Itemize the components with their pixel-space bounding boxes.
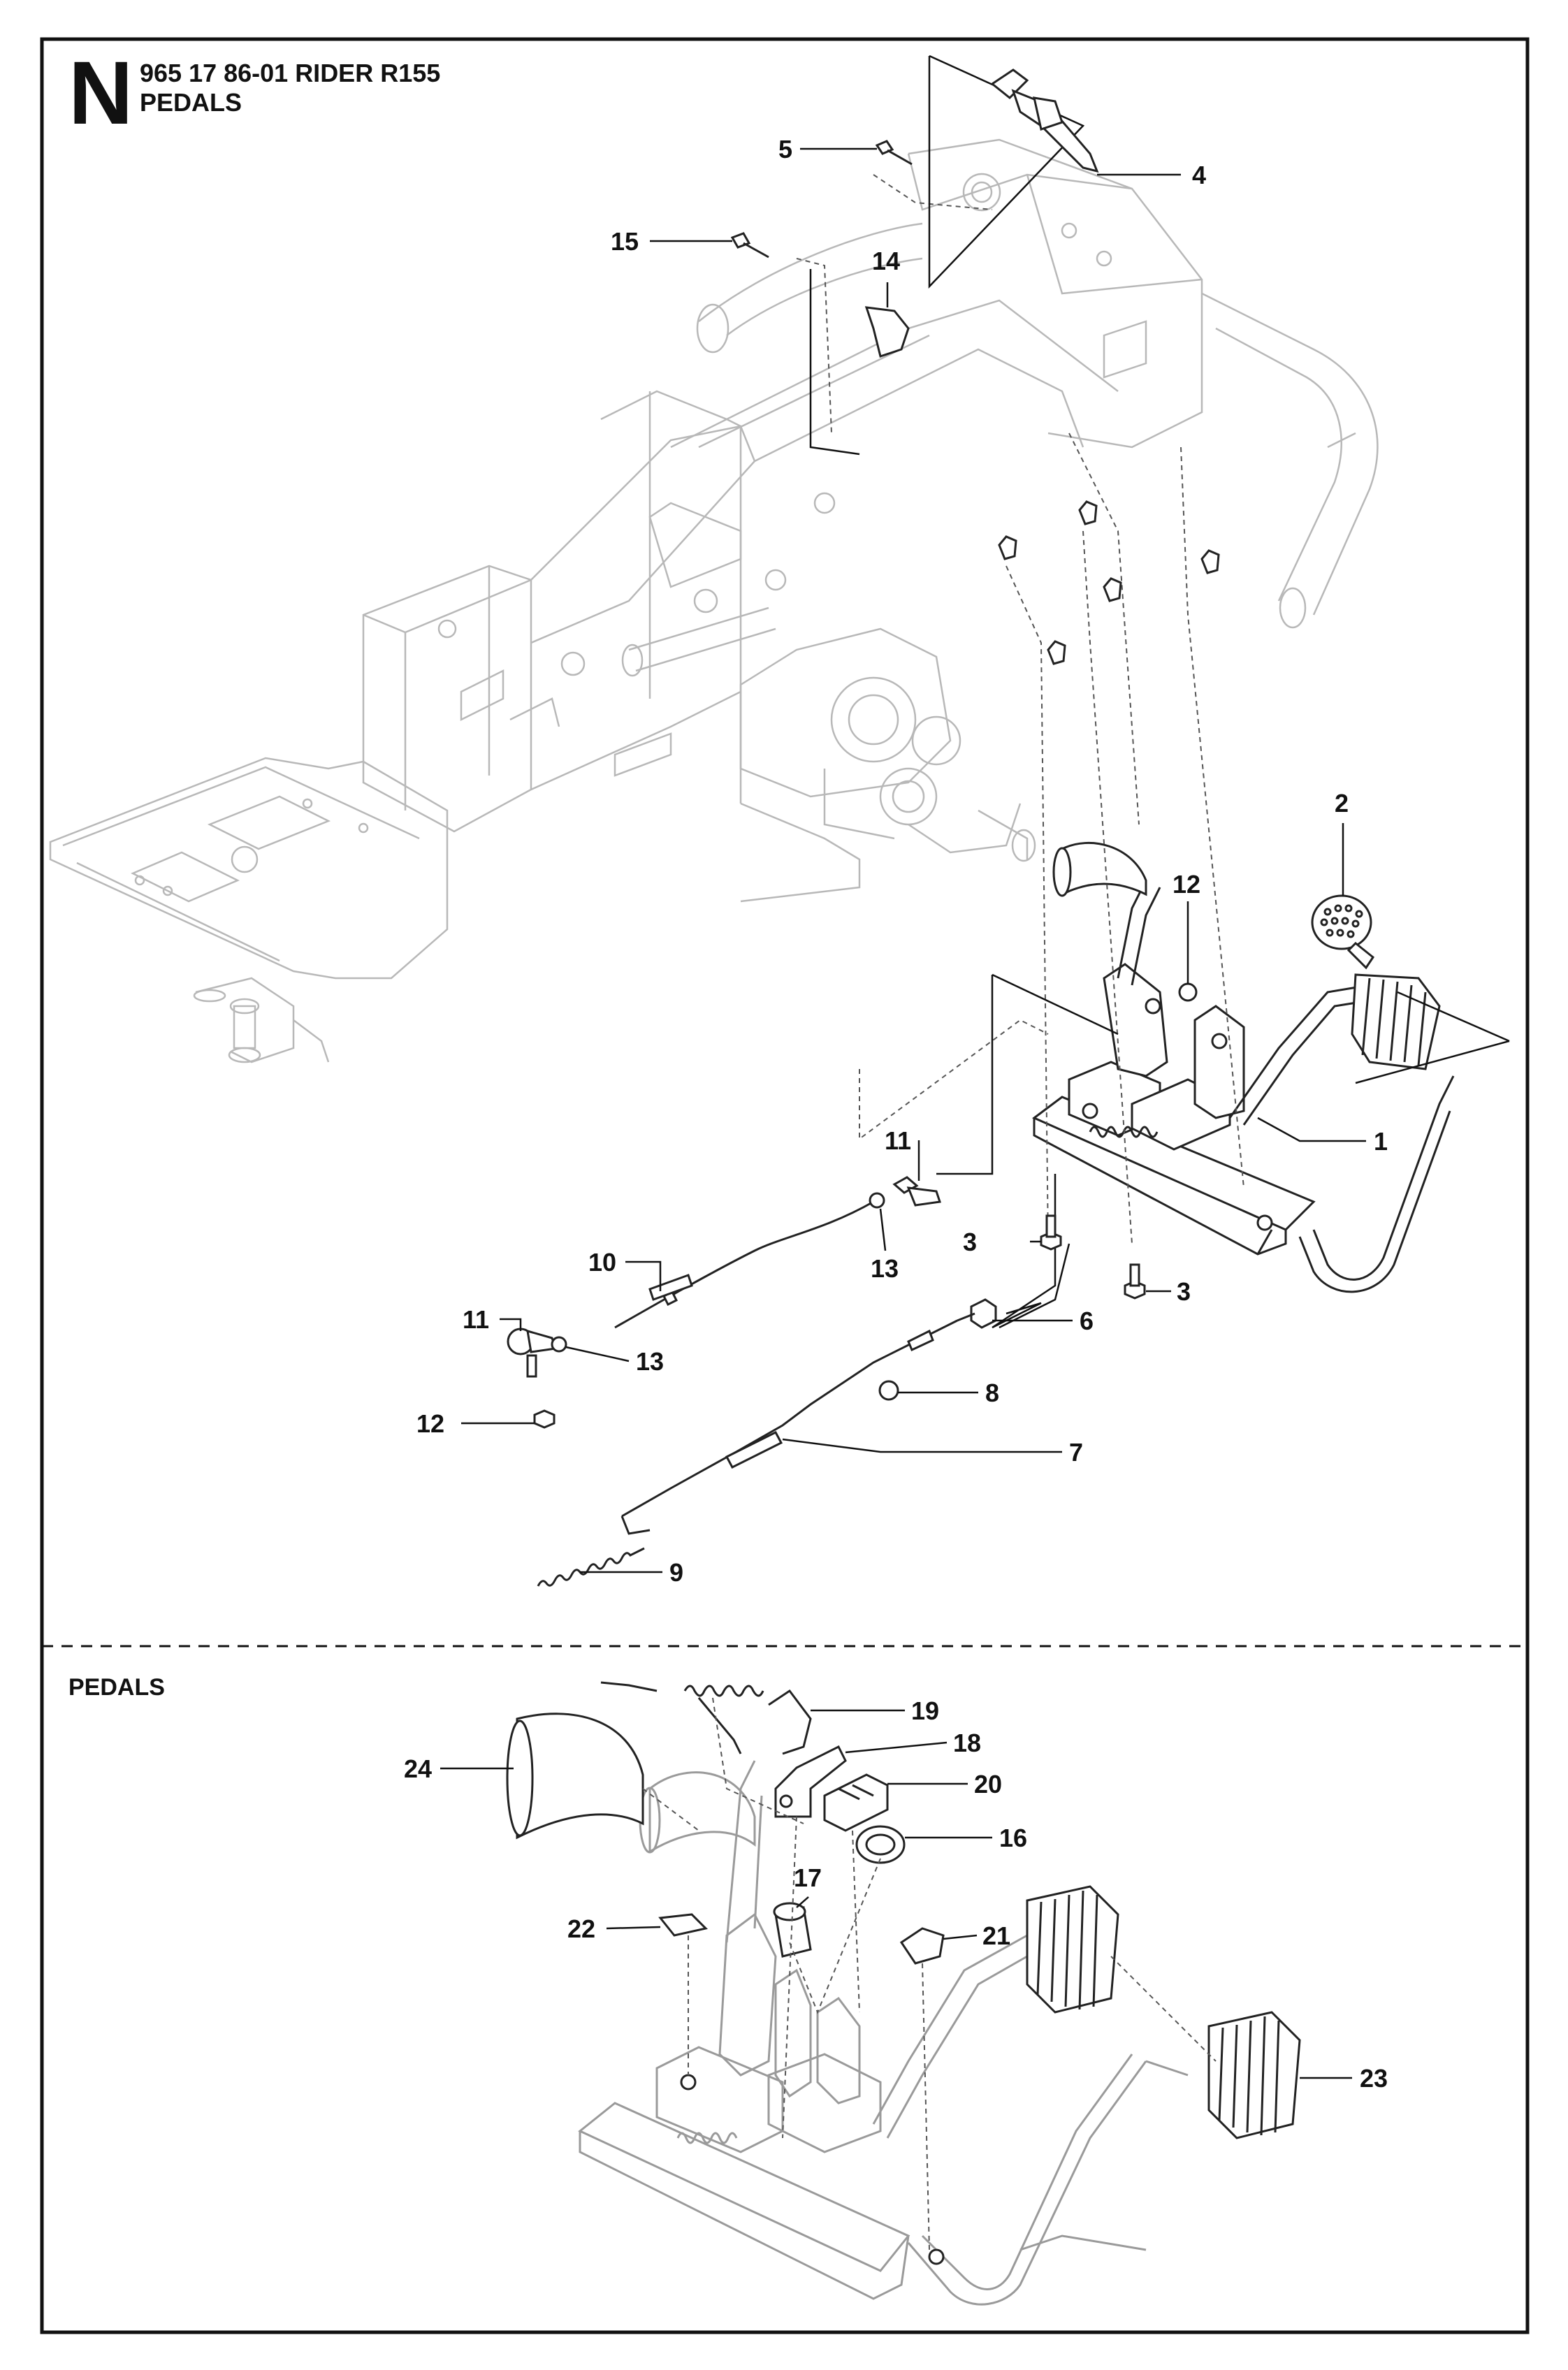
callout-8: 8	[985, 1379, 999, 1407]
callout-2: 2	[1335, 789, 1349, 817]
assembly-lines-lower	[642, 1697, 1217, 2251]
part-13-washer-upper	[869, 1192, 885, 1209]
callout-18: 18	[953, 1729, 981, 1757]
chassis-frame	[49, 138, 1379, 1063]
part-7-cable	[620, 1319, 958, 1535]
section-letter: N	[68, 43, 133, 143]
page-title: PEDALS	[140, 88, 242, 117]
callout-11a: 11	[885, 1126, 911, 1155]
bushings-upper	[998, 500, 1220, 665]
part-14-bracket	[864, 306, 910, 358]
callout-1: 1	[1374, 1127, 1388, 1156]
callout-15: 15	[611, 227, 639, 256]
part-15-bolt	[730, 232, 769, 259]
callout-10: 10	[588, 1248, 616, 1277]
callout-13a: 13	[871, 1254, 899, 1283]
part-12-nut-lower	[533, 1409, 556, 1429]
part-3-bolts	[1040, 1214, 1146, 1300]
part-5-bolt	[875, 140, 913, 166]
part-8-clip	[878, 1380, 899, 1401]
assembly-lines-upper	[796, 174, 1244, 1244]
model-title: 965 17 86-01 RIDER R155	[140, 59, 441, 87]
callout-3a: 3	[963, 1228, 977, 1256]
part-10-cable	[614, 1200, 874, 1329]
callout-12b: 12	[416, 1409, 444, 1438]
callout-leaders	[440, 147, 1366, 2079]
callout-22: 22	[567, 1914, 595, 1943]
callout-24: 24	[404, 1754, 432, 1783]
part-11-lower	[507, 1328, 557, 1378]
callout-4: 4	[1192, 161, 1206, 189]
callout-14: 14	[872, 247, 900, 275]
callout-6: 6	[1080, 1307, 1094, 1335]
lower-section-title: PEDALS	[68, 1674, 165, 1701]
part-13-washer-lower	[551, 1336, 567, 1353]
callout-7: 7	[1069, 1438, 1083, 1467]
callout-numbers: 1 2 3 3 4 5 6 7 8 9 10 11 11 12 12 13 13…	[404, 135, 1388, 2093]
part-9-spring	[537, 1547, 645, 1587]
pedal-assembly-upper	[1032, 841, 1455, 1293]
callout-11b: 11	[463, 1305, 489, 1334]
callout-23: 23	[1360, 2064, 1388, 2093]
part-4-latch	[990, 68, 1099, 173]
callout-3b: 3	[1177, 1277, 1191, 1306]
callout-19: 19	[911, 1696, 939, 1725]
pedal-assembly-lower	[578, 1760, 1189, 2306]
page-frame	[40, 37, 1530, 2334]
callout-17: 17	[794, 1863, 822, 1892]
callout-13b: 13	[636, 1347, 664, 1376]
callout-12a: 12	[1173, 870, 1200, 899]
callout-9: 9	[669, 1558, 683, 1587]
lower-parts	[506, 1681, 1301, 2265]
callout-16: 16	[999, 1824, 1027, 1852]
part-6-fitting	[957, 1298, 997, 1329]
callout-20: 20	[974, 1770, 1002, 1798]
part-11-upper	[892, 1176, 941, 1207]
callout-21: 21	[982, 1921, 1010, 1950]
callout-5: 5	[778, 135, 792, 163]
